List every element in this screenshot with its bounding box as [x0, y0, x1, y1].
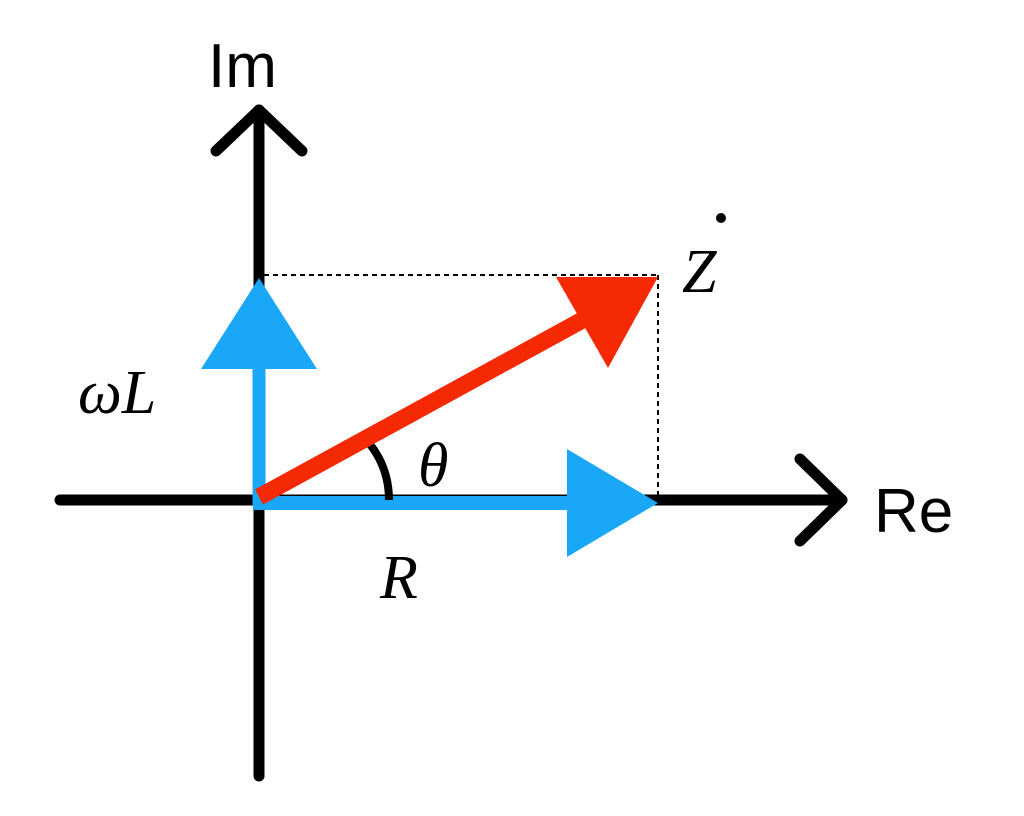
impedance-arrowhead — [556, 277, 658, 368]
resistance-arrowhead — [567, 449, 658, 557]
reactance-arrowhead — [201, 278, 317, 369]
impedance-label-group: Z — [682, 213, 726, 306]
imaginary-axis-arrowhead — [210, 104, 308, 157]
angle-arc — [365, 440, 393, 501]
projection-lines — [264, 274, 659, 498]
axes — [54, 104, 848, 782]
reactance-label: ωL — [78, 359, 156, 427]
angle-label: θ — [418, 432, 448, 500]
reactance-vector — [201, 278, 317, 505]
real-axis-arrowhead — [794, 453, 848, 547]
impedance-vector — [254, 277, 658, 505]
real-axis-label: Re — [874, 477, 953, 546]
imaginary-axis-label: Im — [208, 32, 277, 101]
resistance-vector — [253, 449, 658, 557]
impedance-dot-accent — [716, 213, 726, 223]
resistance-label: R — [379, 544, 418, 612]
impedance-label: Z — [682, 238, 717, 306]
